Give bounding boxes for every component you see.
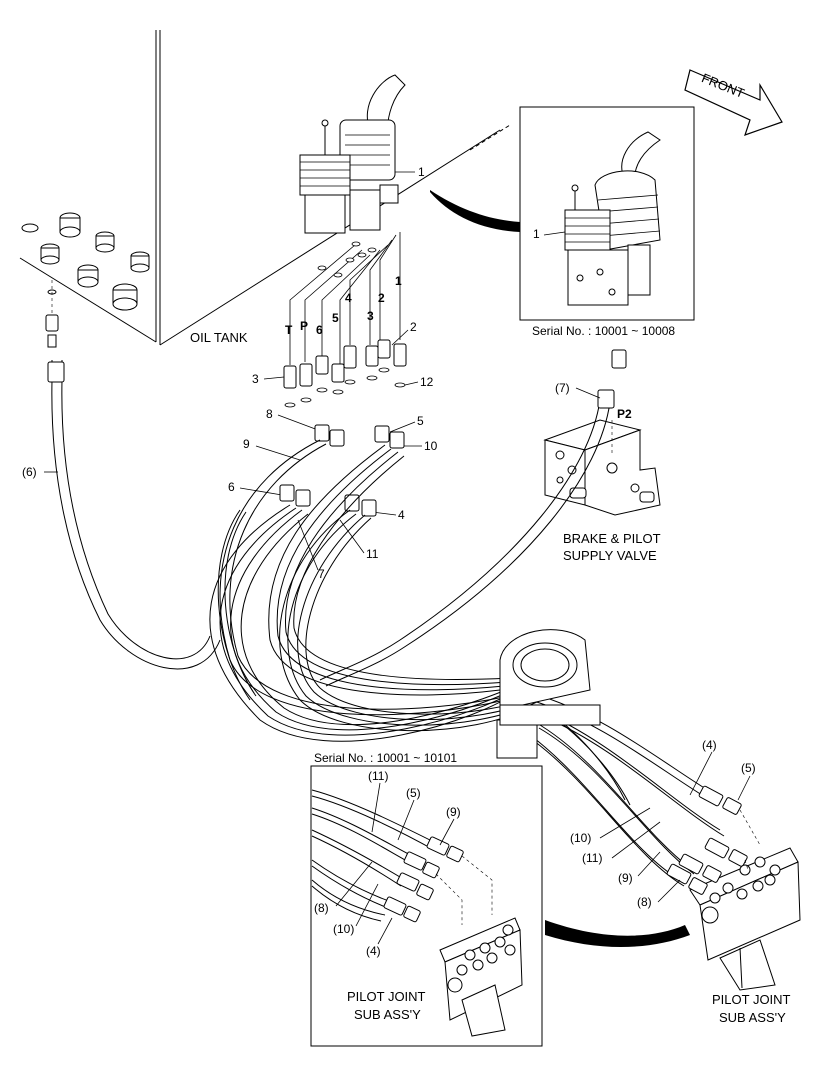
- inset-callout-10: (10): [333, 922, 354, 936]
- callout-2: 2: [410, 320, 417, 334]
- port-washers: [317, 241, 377, 278]
- brake-pilot-supply-valve: [543, 419, 661, 516]
- callout-1-main: 1: [418, 165, 425, 179]
- oil-tank: [19, 30, 511, 346]
- inset-bottom-frame: [310, 765, 690, 1047]
- pj-callout-5: (5): [741, 761, 756, 775]
- inset-callout-5: (5): [406, 786, 421, 800]
- callout-3: 3: [252, 372, 259, 386]
- tank-fittings: [21, 212, 150, 311]
- inset-callout-9: (9): [446, 805, 461, 819]
- callout-11: 11: [366, 547, 379, 561]
- pilot-joint-leaders: [739, 809, 761, 871]
- hose-clamp: [496, 629, 601, 759]
- pilot-joint-assembly: [689, 847, 801, 991]
- port-letter-2: 2: [378, 291, 385, 305]
- inset-callout-11: (11): [368, 769, 388, 783]
- hose-7: [319, 399, 611, 687]
- brake-valve-label-line2: SUPPLY VALVE: [563, 548, 657, 563]
- callout-5: 5: [417, 414, 424, 428]
- inset-callout-4: (4): [366, 944, 381, 958]
- joystick-valve: [299, 74, 406, 234]
- hose-bundle: [209, 439, 548, 742]
- hose-7-fittings: [597, 349, 627, 409]
- inset-bottom-fittings: [383, 836, 464, 923]
- port-letter-T: T: [285, 323, 293, 337]
- pj-callout-8: (8): [637, 895, 652, 909]
- callout-7: 7: [318, 567, 325, 581]
- callout-hose-6: (6): [22, 465, 37, 479]
- brake-valve-label-line1: BRAKE & PILOT: [563, 531, 661, 546]
- pilot-joint-label-line1: PILOT JOINT: [712, 992, 791, 1007]
- port-P2: P2: [617, 407, 632, 421]
- callout-hose-7: (7): [555, 381, 570, 395]
- pilot-joint-fittings: [666, 785, 781, 904]
- port-letter-4: 4: [345, 291, 352, 305]
- port-letter-3: 3: [367, 309, 374, 323]
- callout-6: 6: [228, 480, 235, 494]
- o-rings: [284, 367, 406, 408]
- inset-bottom-caption-line1: PILOT JOINT: [347, 989, 426, 1004]
- inset-bottom-caption-line2: SUB ASS'Y: [354, 1007, 421, 1022]
- callout-12: 12: [420, 375, 434, 389]
- callout-9: 9: [243, 437, 250, 451]
- port-letter-1: 1: [395, 274, 402, 288]
- elbow-fittings: [279, 424, 405, 517]
- inset-bottom-leaders: [435, 855, 493, 925]
- port-letter-5: 5: [332, 311, 339, 325]
- inset-top-serial: Serial No. : 10001 ~ 10008: [532, 324, 675, 338]
- front-arrow: FRONT: [684, 69, 783, 136]
- pilot-joint-label-line2: SUB ASS'Y: [719, 1010, 786, 1025]
- inset-callout-8: (8): [314, 901, 329, 915]
- callout-8: 8: [266, 407, 273, 421]
- callout-4: 4: [398, 508, 405, 522]
- inset-top-callout-1: 1: [533, 227, 540, 241]
- oil-tank-label: OIL TANK: [190, 330, 248, 345]
- pj-callout-4: (4): [702, 738, 717, 752]
- hose-6: [51, 360, 221, 670]
- pj-callout-9: (9): [618, 871, 633, 885]
- pj-callout-10: (10): [570, 831, 591, 845]
- inset-bottom-serial: Serial No. : 10001 ~ 10101: [314, 751, 457, 765]
- callout-10: 10: [424, 439, 438, 453]
- inset-joystick: [564, 131, 661, 306]
- inset-pilot-joint: [439, 917, 523, 1037]
- port-letter-6: 6: [316, 323, 323, 337]
- adapters: [283, 339, 407, 389]
- pj-callout-11: (11): [582, 851, 602, 865]
- port-leaders: [289, 232, 401, 365]
- port-letter-P: P: [300, 319, 308, 333]
- hose-6-fittings: [45, 289, 65, 383]
